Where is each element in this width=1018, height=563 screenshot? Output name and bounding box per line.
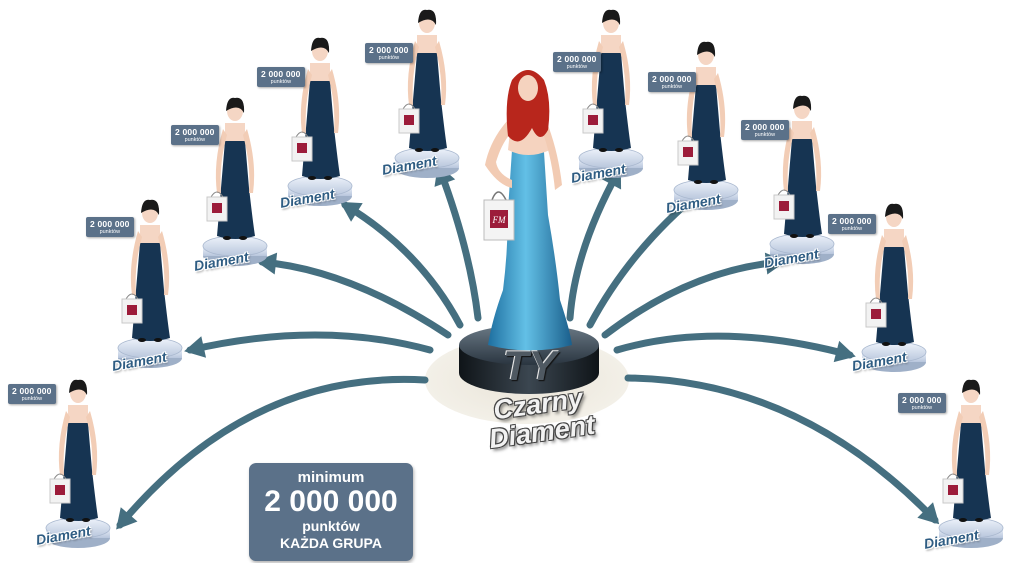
arrow-8 bbox=[601, 258, 784, 339]
points-unit: punktów bbox=[566, 63, 588, 70]
figure-8 bbox=[769, 95, 835, 264]
figure-3 bbox=[202, 97, 268, 266]
center-figure: FM bbox=[459, 70, 599, 394]
points-value: 2 000 000 bbox=[369, 45, 409, 55]
center-you-label: TY bbox=[503, 342, 557, 389]
figure-1 bbox=[45, 379, 111, 548]
summary-unit: punktów bbox=[302, 518, 360, 534]
points-value: 2 000 000 bbox=[12, 386, 52, 396]
points-unit: punktów bbox=[754, 131, 776, 138]
arrow-4 bbox=[341, 201, 464, 329]
arrowhead-10 bbox=[917, 502, 940, 525]
points-value: 2 000 000 bbox=[557, 54, 597, 64]
shopping-bag-icon bbox=[398, 103, 420, 134]
points-unit: punktów bbox=[21, 395, 43, 402]
summary-points: 2 000 000 bbox=[264, 485, 398, 518]
points-value: 2 000 000 bbox=[745, 122, 785, 132]
points-value: 2 000 000 bbox=[902, 395, 942, 405]
satellite-figures bbox=[45, 9, 1004, 548]
points-value: 2 000 000 bbox=[652, 74, 692, 84]
shopping-bag-icon bbox=[582, 103, 604, 134]
figure-9 bbox=[861, 203, 927, 372]
arrowhead-2 bbox=[184, 336, 207, 358]
points-unit: punktów bbox=[184, 136, 206, 143]
arrow-9 bbox=[613, 332, 854, 359]
shopping-bag-icon bbox=[677, 135, 699, 166]
figure-4 bbox=[287, 37, 353, 206]
points-value: 2 000 000 bbox=[261, 69, 301, 79]
arrowhead-8 bbox=[764, 252, 786, 275]
arrow-10 bbox=[624, 374, 939, 524]
shopping-bag-icon: FM bbox=[483, 191, 515, 241]
points-unit: punktów bbox=[270, 78, 292, 85]
shopping-bag-icon bbox=[121, 293, 143, 324]
figure-2 bbox=[117, 199, 183, 368]
points-value: 2 000 000 bbox=[175, 127, 215, 137]
arrow-5 bbox=[436, 166, 482, 322]
arrowhead-9 bbox=[833, 340, 856, 363]
points-unit: punktów bbox=[841, 225, 863, 232]
points-unit: punktów bbox=[99, 228, 121, 235]
shopping-bag-icon bbox=[865, 297, 887, 328]
shopping-bag-icon bbox=[291, 131, 313, 162]
arrow-3 bbox=[258, 258, 452, 339]
arrow-2 bbox=[186, 331, 434, 354]
arrowhead-1 bbox=[116, 507, 138, 530]
points-unit: punktów bbox=[378, 54, 400, 61]
shopping-bag-icon bbox=[49, 473, 71, 504]
summary-line1: minimum bbox=[297, 469, 365, 486]
shopping-bag-icon bbox=[773, 189, 795, 220]
shopping-bag-icon bbox=[206, 191, 228, 222]
figure-7 bbox=[673, 41, 739, 210]
summary-each-group: KAŻDA GRUPA bbox=[280, 535, 382, 551]
arrowhead-3 bbox=[256, 252, 278, 275]
summary-box: minimum 2 000 000 punktów KAŻDA GRUPA bbox=[249, 463, 413, 561]
points-value: 2 000 000 bbox=[90, 219, 130, 229]
svg-text:FM: FM bbox=[492, 215, 506, 225]
figure-5 bbox=[394, 9, 460, 178]
points-unit: punktów bbox=[911, 404, 933, 411]
points-unit: punktów bbox=[661, 83, 683, 90]
points-value: 2 000 000 bbox=[832, 216, 872, 226]
figure-10 bbox=[938, 379, 1004, 548]
arrow-1 bbox=[116, 375, 429, 529]
shopping-bag-icon bbox=[942, 473, 964, 504]
arrow-6 bbox=[566, 168, 622, 322]
figure-6 bbox=[578, 9, 644, 178]
arrowhead-4 bbox=[339, 201, 363, 222]
